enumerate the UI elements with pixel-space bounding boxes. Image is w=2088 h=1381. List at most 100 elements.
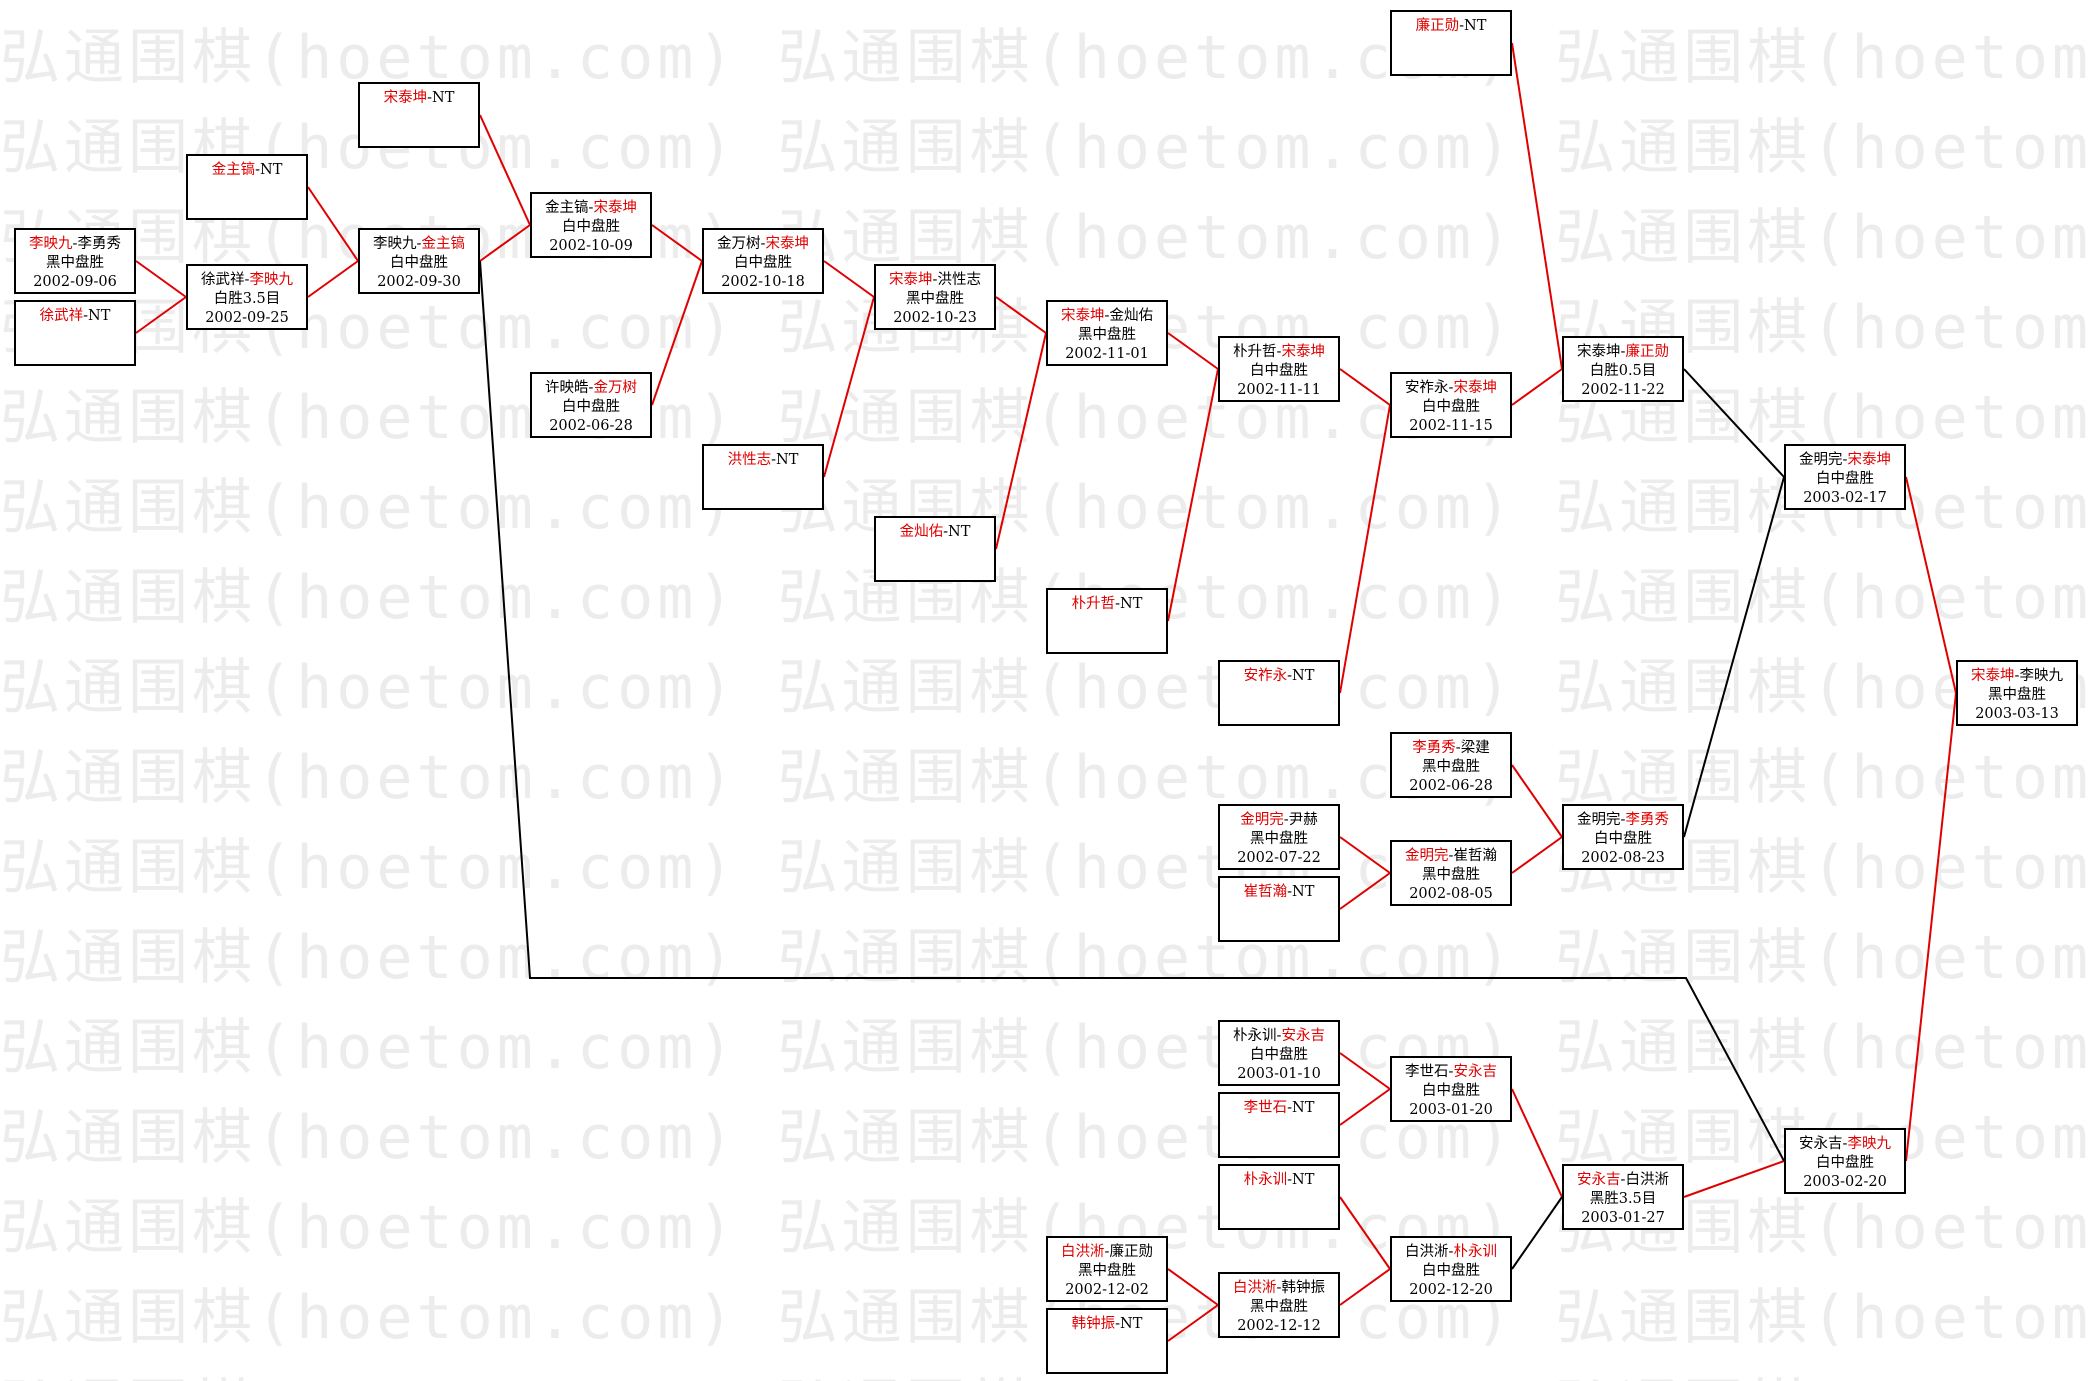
player-1: 金明完 [1799, 452, 1843, 468]
match-box[interactable]: 韩钟振-NT [1046, 1308, 1168, 1374]
connector-line [479, 114, 531, 226]
match-box[interactable]: 朴升哲-NT [1046, 588, 1168, 654]
match-box[interactable]: 金主镐-NT [186, 154, 308, 220]
match-date: 2002-11-22 [1581, 382, 1665, 398]
match-box[interactable]: 宋泰坤-NT [358, 82, 480, 148]
connector-line [1511, 836, 1563, 874]
player-1: 白洪淅 [1233, 1280, 1277, 1296]
connector-line [1339, 1052, 1391, 1090]
match-result: 白中盘胜 [1816, 1155, 1874, 1171]
match-date: 2003-01-20 [1409, 1102, 1493, 1118]
player-2: 金灿佑 [1109, 308, 1153, 324]
player-1: 朴升哲 [1071, 596, 1116, 612]
separator: - [1455, 740, 1461, 756]
match-date: 2002-10-09 [549, 238, 633, 254]
separator: - [1287, 1100, 1293, 1116]
separator: - [1459, 18, 1465, 34]
connector-line [1511, 42, 1563, 370]
player-2: NT [776, 452, 799, 468]
player-1: 韩钟振 [1071, 1316, 1116, 1332]
match-date: 2002-10-18 [721, 274, 805, 290]
separator: - [1283, 812, 1289, 828]
player-2: 宋泰坤 [593, 200, 637, 216]
separator: - [1448, 1244, 1454, 1260]
player-2: 朴永训 [1453, 1244, 1497, 1260]
match-date: 2003-03-13 [1975, 706, 2059, 722]
match-date: 2002-09-06 [33, 274, 117, 290]
player-2: NT [1292, 1172, 1315, 1188]
match-date: 2002-08-05 [1409, 886, 1493, 902]
match-date: 2002-12-02 [1065, 1282, 1149, 1298]
connector-line [651, 224, 703, 262]
player-1: 白洪淅 [1061, 1244, 1105, 1260]
match-result: 白中盘胜 [734, 255, 792, 271]
player-1: 崔哲瀚 [1243, 884, 1288, 900]
connector-line [1339, 1196, 1391, 1270]
connector-line [135, 260, 187, 298]
player-2: 安永吉 [1453, 1064, 1497, 1080]
match-result: 黑中盘胜 [1078, 327, 1136, 343]
connector-line [1339, 404, 1391, 694]
match-date: 2003-02-20 [1803, 1174, 1887, 1190]
player-2: NT [260, 162, 283, 178]
match-box[interactable]: 朴永训-NT [1218, 1164, 1340, 1230]
connector-line [823, 296, 875, 478]
player-1: 廉正勋 [1415, 18, 1460, 34]
separator: - [1448, 1064, 1454, 1080]
player-2: 梁建 [1460, 740, 1490, 756]
player-1: 安祚永 [1405, 380, 1449, 396]
player-1: 徐武祥 [39, 308, 84, 324]
match-date: 2002-12-20 [1409, 1282, 1493, 1298]
player-2: NT [432, 90, 455, 106]
match-date: 2002-09-25 [205, 310, 289, 326]
match-result: 黑胜3.5目 [1589, 1191, 1657, 1207]
separator: - [1115, 1316, 1121, 1332]
match-box[interactable]: 李世石-NT [1218, 1092, 1340, 1158]
match-box[interactable]: 徐武祥-NT [14, 300, 136, 366]
match-box[interactable]: 洪性志-NT [702, 444, 824, 510]
player-1: 安永吉 [1577, 1172, 1621, 1188]
player-1: 宋泰坤 [1577, 344, 1621, 360]
separator: - [588, 380, 594, 396]
player-1: 宋泰坤 [1971, 668, 2015, 684]
match-box[interactable]: 金灿佑-NT [874, 516, 996, 582]
match-box[interactable]: 安祚永-NT [1218, 660, 1340, 726]
player-2: 李勇秀 [1625, 812, 1669, 828]
match-box[interactable]: 崔哲瀚-NT [1218, 876, 1340, 942]
connector-line [1905, 476, 1957, 694]
connector-line [1339, 1088, 1391, 1126]
match-result: 白中盘胜 [1816, 471, 1874, 487]
player-1: 宋泰坤 [889, 272, 933, 288]
match-result: 黑中盘胜 [1988, 687, 2046, 703]
connector-line [1511, 368, 1563, 406]
match-date: 2002-09-30 [377, 274, 461, 290]
connector-line [1683, 1160, 1785, 1198]
match-box[interactable]: 廉正勋-NT [1390, 10, 1512, 76]
player-1: 金明完 [1577, 812, 1621, 828]
player-2: 廉正勋 [1109, 1244, 1153, 1260]
